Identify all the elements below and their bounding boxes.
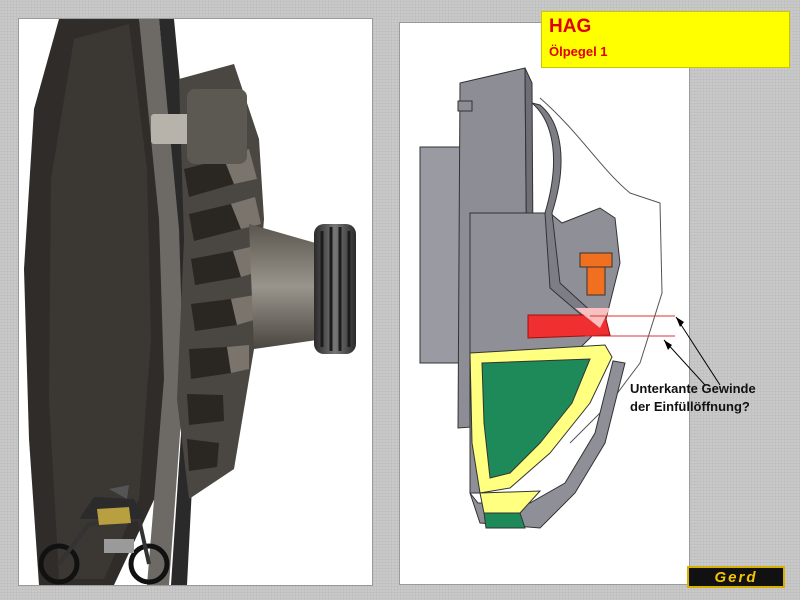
oil-level-diagram: [399, 22, 690, 585]
page-subtitle: Ölpegel 1: [549, 44, 608, 59]
page-title: HAG: [549, 16, 592, 37]
annotation-text: Unterkante Gewinde der Einfüllöffnung?: [630, 380, 800, 416]
gearbox-photo-illustration: [24, 19, 356, 585]
annotation-line-2: der Einfüllöffnung?: [630, 399, 750, 414]
title-box: HAG Ölpegel 1: [541, 11, 790, 68]
motorcycle-image: [38, 485, 170, 585]
annotation-line-1: Unterkante Gewinde: [630, 381, 756, 396]
housing-cross-section: [419, 67, 675, 529]
oil-green-region: [481, 358, 591, 479]
oil-level-red-band: [527, 314, 611, 339]
fill-plug-icon: [579, 252, 613, 296]
gearbox-photo: [18, 18, 373, 586]
logo-text: Gerd: [714, 568, 758, 586]
gerd-logo: Gerd: [687, 566, 785, 588]
